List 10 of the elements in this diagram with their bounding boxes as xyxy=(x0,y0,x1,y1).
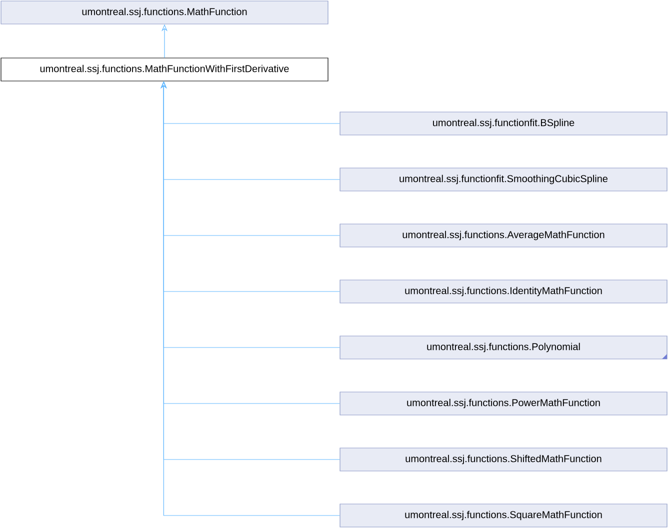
class-box: umontreal.ssj.functions.MathFunction xyxy=(0,0,328,24)
class-box: umontreal.ssj.functions.IdentityMathFunction xyxy=(340,280,668,304)
class-box: umontreal.ssj.functions.AverageMathFunction xyxy=(340,224,668,248)
class-box: umontreal.ssj.functionfit.BSpline xyxy=(340,112,668,136)
class-box: umontreal.ssj.functions.SquareMathFunction xyxy=(340,504,668,528)
class-box: umontreal.ssj.functions.Polynomial xyxy=(340,336,668,360)
class-box: umontreal.ssj.functions.PowerMathFunction xyxy=(340,392,668,416)
class-box: umontreal.ssj.functions.MathFunctionWithFirstDerivative xyxy=(0,58,328,82)
class-box: umontreal.ssj.functionfit.SmoothingCubicSpline xyxy=(340,168,668,192)
class-box: umontreal.ssj.functions.ShiftedMathFunction xyxy=(340,448,668,472)
